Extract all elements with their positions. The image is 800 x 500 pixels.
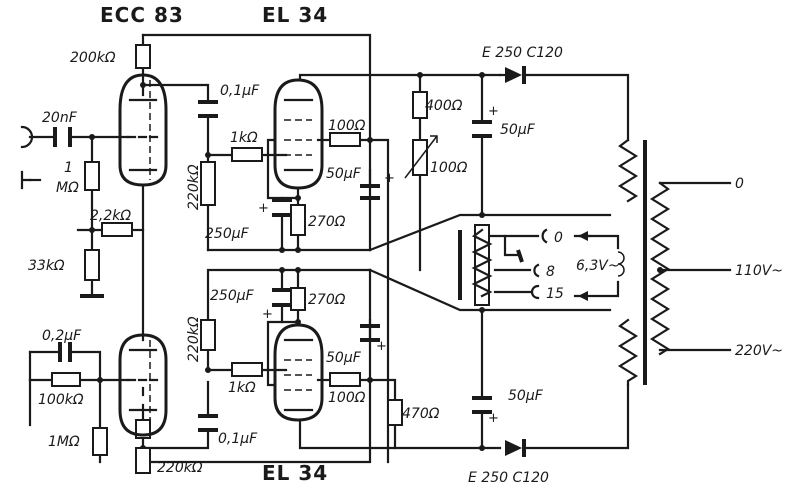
label-tap-8: 8 [546, 264, 555, 280]
label-mains-110: 110V~ [735, 263, 783, 279]
label-r-220k-top: 220kΩ [186, 164, 202, 210]
plus-marker-4: + [262, 307, 273, 322]
label-r-1k-bot: 1kΩ [228, 380, 256, 396]
label-diode-top: E 250 C120 [482, 45, 563, 61]
label-c-250u-bot: 250µF [210, 288, 255, 304]
label-r-1m-bot: 1MΩ [48, 434, 80, 450]
label-c-50u-top: 50µF [326, 166, 362, 182]
speaker-taps [516, 228, 548, 300]
label-c-01u-bot: 0,1µF [218, 431, 258, 447]
resistors [51, 44, 490, 474]
label-diode-bot: E 250 C120 [468, 470, 549, 486]
plus-marker-5: + [376, 339, 387, 354]
preamp-tube-top [118, 73, 168, 187]
label-tap-0: 0 [554, 230, 563, 246]
label-tap-15: 15 [546, 286, 564, 302]
junction-dots [89, 72, 663, 451]
label-c-250u-top: 250µF [205, 226, 250, 242]
label-r-220k-bot: 220kΩ [157, 460, 203, 476]
heater-arrows [578, 231, 625, 301]
preamp-tube-bottom [118, 333, 168, 437]
label-r-400: 400Ω [425, 98, 463, 114]
label-r-100-top: 100Ω [328, 118, 366, 134]
input-jacks [20, 125, 34, 190]
label-r-100-bot: 100Ω [328, 390, 366, 406]
label-c-50u-bot: 50µF [326, 350, 362, 366]
label-r-470: 470Ω [402, 406, 440, 422]
power-tube-top-label: EL 34 [262, 3, 328, 27]
label-c-50u-supply-bot: 50µF [508, 388, 544, 404]
label-r-200k: 200kΩ [70, 50, 116, 66]
label-r-2k2: 2,2kΩ [90, 208, 131, 224]
label-r-220k-mid: 220kΩ [186, 316, 202, 362]
label-c-02u: 0,2µF [42, 328, 82, 344]
label-pot-100: 100Ω [430, 160, 468, 176]
plus-marker-6: + [488, 411, 499, 426]
label-c-20n: 20nF [42, 110, 78, 126]
label-r-270-top: 270Ω [308, 214, 346, 230]
power-tube-bottom-label: EL 34 [262, 461, 328, 485]
label-c-50u-supply-top: 50µF [500, 122, 536, 138]
rectifier-diodes [505, 66, 526, 457]
power-tube-bottom [273, 323, 324, 422]
capacitors [53, 100, 492, 432]
plus-marker-3: + [488, 104, 499, 119]
label-r-270-bot: 270Ω [308, 292, 346, 308]
label-r-1m-b: MΩ [56, 180, 79, 196]
component-labels: 200kΩ 0,1µF 20nF 1 MΩ 2,2kΩ 33kΩ 220kΩ 1… [28, 45, 783, 486]
output-transformer [458, 138, 671, 387]
label-heater: 6,3V~ [576, 258, 620, 274]
label-r-33k: 33kΩ [28, 258, 65, 274]
power-tube-top [273, 78, 324, 190]
label-c-01u-top: 0,1µF [220, 83, 260, 99]
label-r-1m-a: 1 [64, 160, 73, 176]
label-mains-0: 0 [735, 176, 744, 192]
plus-marker-1: + [258, 201, 269, 216]
label-r-100k: 100kΩ [38, 392, 84, 408]
label-mains-220: 220V~ [735, 343, 783, 359]
preamp-tube-label: ECC 83 [100, 3, 184, 27]
plus-marker-2: + [384, 171, 395, 186]
label-r-1k-top: 1kΩ [230, 130, 258, 146]
